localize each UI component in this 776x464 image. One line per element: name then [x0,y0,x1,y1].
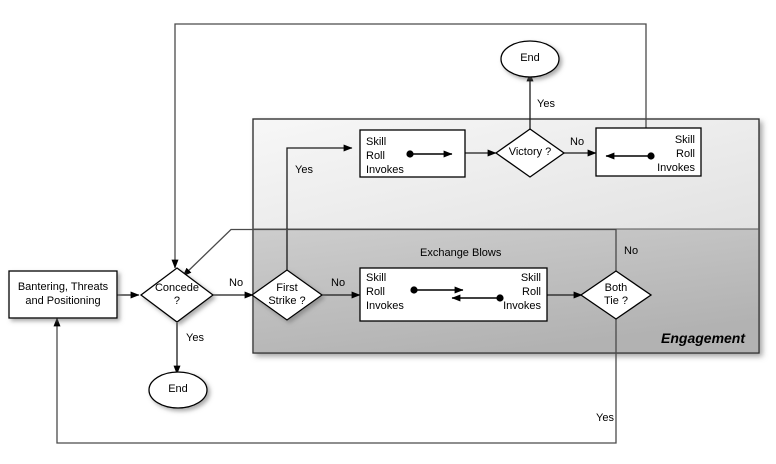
connectors [53,23,647,444]
node-skill-roll-counter-label: Skill Roll Invokes [657,134,695,174]
edge-firststrike-yes [286,144,353,273]
node-victory [494,128,566,178]
node-bantering [8,270,118,319]
group-exchange-blows-title: Exchange Blows [420,247,502,259]
edge-label-first-strike-no: No [331,277,346,289]
edge-label-both-tie-no: No [624,245,639,257]
edge-bothtie-yes [53,317,617,444]
node-skill-roll-first [359,129,466,178]
node-end-bottom [148,371,208,409]
group-exchange-blows [359,267,548,322]
engagement-panel-title: Engagement [661,330,746,346]
node-skill-roll-exchange-left-label: Skill Roll Invokes [366,272,404,312]
node-skill-roll-first-label: Skill Roll Invokes [366,136,404,176]
node-skill-roll-counter [595,127,702,177]
edge-label-concede-yes: Yes [186,332,204,344]
node-concede [139,267,215,323]
edge-label-victory-yes: Yes [537,98,555,110]
edge-bothtie-no [182,228,617,277]
node-skill-roll-exchange-right-label: Skill Roll Invokes [503,272,541,312]
node-first-strike [250,269,324,321]
edge-counter-loop-to-concede [171,23,647,269]
edge-label-victory-no: No [570,136,585,148]
node-end-top [500,40,560,78]
edge-label-first-strike-yes: Yes [295,164,313,176]
edge-label-both-tie-yes: Yes [596,412,614,424]
edge-label-concede-no: No [229,277,244,289]
node-both-tie [579,270,653,320]
